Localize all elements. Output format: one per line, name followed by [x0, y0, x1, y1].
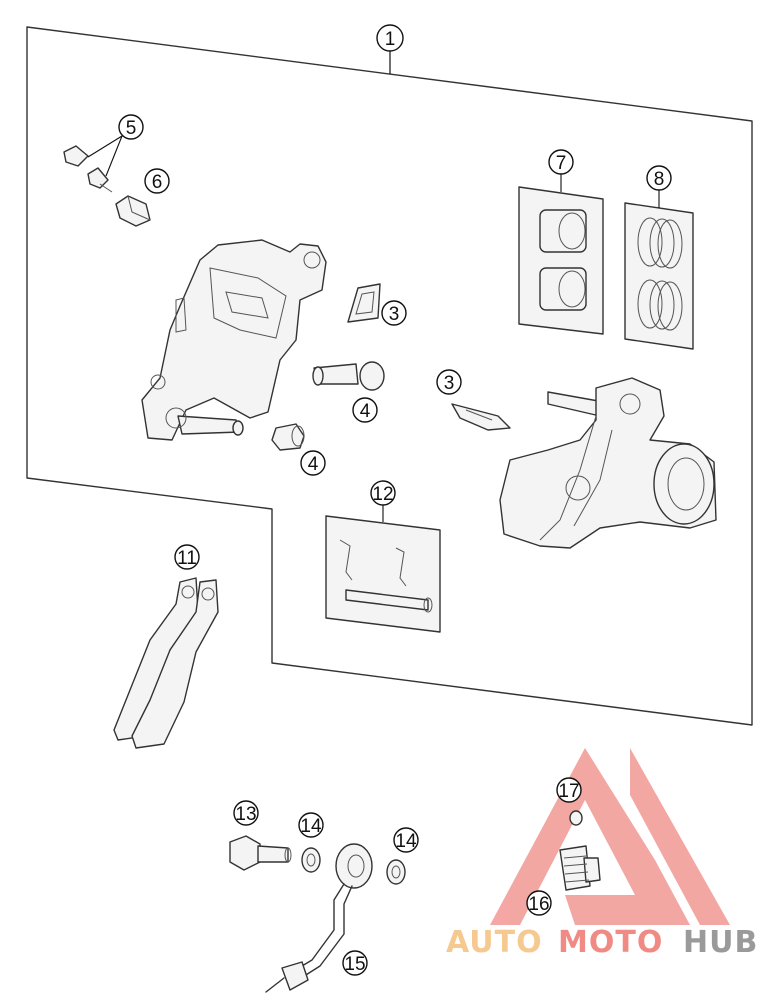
callout-3-lower: 3 — [436, 369, 462, 395]
svg-text:HUB: HUB — [683, 925, 758, 960]
watermark-logo — [490, 748, 730, 925]
banjo-bolt-part — [229, 835, 292, 871]
svg-text:8: 8 — [654, 169, 665, 190]
washer-right-part — [386, 859, 406, 885]
callout-8: 8 — [646, 165, 672, 208]
svg-text:4: 4 — [360, 401, 371, 422]
callout-4-lower: 4 — [300, 450, 326, 476]
callout-1: 1 — [376, 24, 404, 74]
caliper-bracket-part — [141, 239, 327, 441]
caliper-body-part — [499, 377, 717, 549]
brake-line-part — [265, 843, 373, 993]
pad-spring-part — [347, 283, 381, 323]
callout-3-upper: 3 — [381, 300, 407, 326]
assembly-kit-outline — [26, 26, 753, 726]
svg-text:3: 3 — [389, 304, 400, 325]
pad-pin-kit-part — [325, 515, 441, 633]
callout-16: 16 — [526, 890, 552, 916]
washer-left-part — [301, 847, 321, 873]
pad-retainer-part — [451, 403, 511, 431]
callout-11: 11 — [174, 544, 200, 570]
callout-14-left: 14 — [298, 812, 324, 838]
callout-5: 5 — [87, 114, 144, 177]
svg-text:12: 12 — [372, 484, 393, 505]
callout-14-right: 14 — [393, 827, 419, 853]
svg-text:11: 11 — [177, 548, 197, 569]
callout-12: 12 — [370, 480, 396, 522]
brake-pads-part — [113, 577, 219, 749]
bleeder-screw-part — [63, 145, 113, 193]
slide-pin-part — [312, 361, 385, 391]
svg-text:17: 17 — [558, 781, 579, 802]
callout-15: 15 — [342, 950, 368, 976]
svg-text:5: 5 — [126, 118, 137, 139]
svg-text:13: 13 — [235, 804, 256, 825]
svg-text:14: 14 — [300, 816, 322, 837]
screw-plug-part — [559, 845, 601, 891]
svg-text:AUTO: AUTO — [446, 925, 543, 960]
svg-text:MOTO: MOTO — [558, 925, 663, 960]
piston-kit-part — [518, 186, 604, 335]
svg-text:14: 14 — [395, 831, 417, 852]
svg-text:1: 1 — [385, 29, 396, 50]
svg-text:16: 16 — [528, 894, 549, 915]
dust-cap-part — [115, 195, 151, 227]
seal-kit-part — [624, 202, 694, 350]
callout-17: 17 — [556, 777, 582, 803]
svg-text:6: 6 — [152, 172, 163, 193]
svg-text:4: 4 — [308, 454, 319, 475]
svg-text:7: 7 — [556, 153, 567, 174]
slide-pin-boot-part — [271, 423, 305, 451]
bleed-cap-part — [569, 810, 583, 826]
svg-text:3: 3 — [444, 373, 455, 394]
callout-13: 13 — [233, 800, 259, 826]
callout-4-upper: 4 — [352, 397, 378, 423]
callout-7: 7 — [548, 149, 574, 192]
svg-text:15: 15 — [344, 954, 365, 975]
callout-6: 6 — [144, 168, 170, 194]
watermark-text: AUTO MOTO HUB — [446, 925, 758, 960]
